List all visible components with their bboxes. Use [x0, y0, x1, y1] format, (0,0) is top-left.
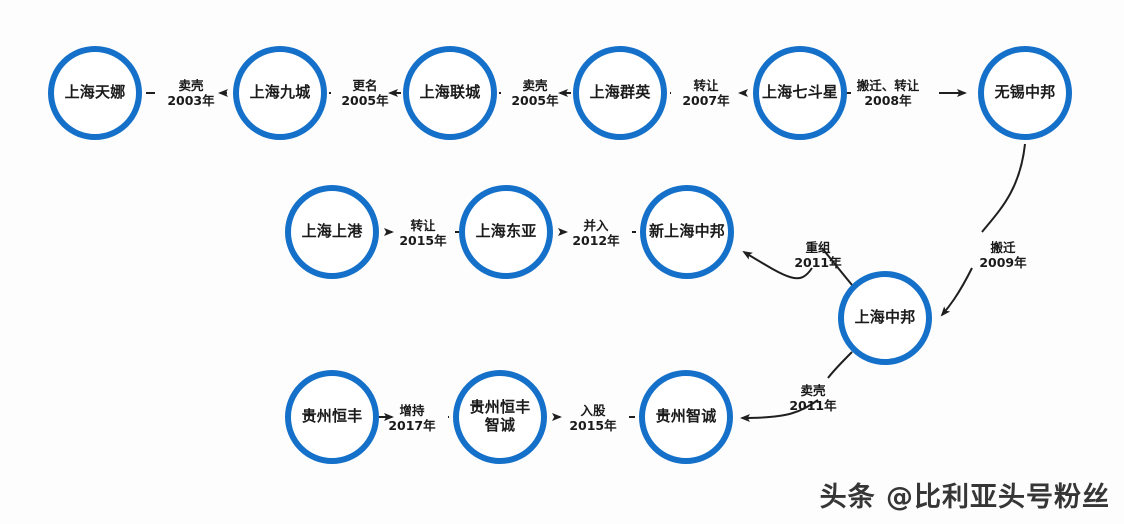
- edge-year: 2008年: [864, 93, 912, 108]
- edge-year: 2015年: [569, 418, 617, 433]
- watermark-text: 头条 @比利亚头号粉丝: [819, 482, 1110, 513]
- edge-action: 转让: [693, 78, 719, 93]
- edge-action: 转让: [410, 218, 436, 233]
- edge-action: 重组: [805, 240, 831, 255]
- node-label: 无锡中邦: [994, 83, 1056, 102]
- node-n13[interactable]: 贵州恒丰: [285, 370, 379, 464]
- edge-action: 卖壳: [522, 78, 548, 93]
- node-label: 上海天娜: [64, 83, 126, 102]
- edge-paths: [146, 89, 1026, 422]
- node-n9[interactable]: 上海东亚: [459, 185, 553, 279]
- node-label: 贵州恒丰 智诚: [469, 398, 531, 434]
- node-n1[interactable]: 上海天娜: [48, 46, 142, 140]
- edge-year: 2015年: [399, 233, 447, 248]
- node-n8[interactable]: 新上海中邦: [640, 185, 734, 279]
- edge-year: 2011年: [794, 255, 842, 270]
- node-n3[interactable]: 上海联城: [403, 46, 497, 140]
- node-label: 贵州智诚: [655, 407, 717, 426]
- node-label: 上海东亚: [475, 222, 537, 241]
- edge-year: 2007年: [682, 93, 730, 108]
- edge-year: 2012年: [572, 233, 620, 248]
- node-label: 上海联城: [419, 83, 481, 102]
- edge-action: 增持: [399, 403, 425, 418]
- edge-year: 2009年: [979, 255, 1027, 270]
- edge-year: 2017年: [388, 418, 436, 433]
- node-n5[interactable]: 上海七斗星: [753, 46, 847, 140]
- node-label: 新上海中邦: [648, 222, 725, 241]
- edge-action: 卖壳: [800, 383, 826, 398]
- node-label: 贵州恒丰: [301, 407, 363, 426]
- edge-year: 2005年: [511, 93, 559, 108]
- edge-stub-e6: [981, 143, 1026, 233]
- node-label: 上海群英: [589, 83, 651, 102]
- edge-action: 入股: [580, 403, 606, 418]
- edge-action: 卖壳: [178, 78, 204, 93]
- node-n10[interactable]: 上海上港: [285, 185, 379, 279]
- node-label: 上海中邦: [854, 308, 916, 327]
- edge-stub-e10: [827, 351, 853, 379]
- edge-action: 搬迁、转让: [856, 78, 920, 93]
- node-n2[interactable]: 上海九城: [233, 46, 327, 140]
- node-label: 上海七斗星: [761, 83, 838, 102]
- edge-action: 并入: [583, 218, 609, 233]
- node-n6[interactable]: 无锡中邦: [978, 46, 1072, 140]
- edge-year: 2003年: [167, 93, 215, 108]
- node-label: 上海上港: [301, 222, 363, 241]
- node-label: 上海九城: [249, 83, 311, 102]
- edge-e6: [940, 267, 973, 317]
- edge-action: 更名: [352, 78, 378, 93]
- edge-action: 搬迁: [990, 240, 1016, 255]
- node-n11[interactable]: 贵州智诚: [639, 370, 733, 464]
- node-n12[interactable]: 贵州恒丰 智诚: [453, 370, 547, 464]
- edge-year: 2011年: [789, 398, 837, 413]
- node-n7[interactable]: 上海中邦: [838, 271, 932, 365]
- node-n4[interactable]: 上海群英: [573, 46, 667, 140]
- edge-year: 2005年: [341, 93, 389, 108]
